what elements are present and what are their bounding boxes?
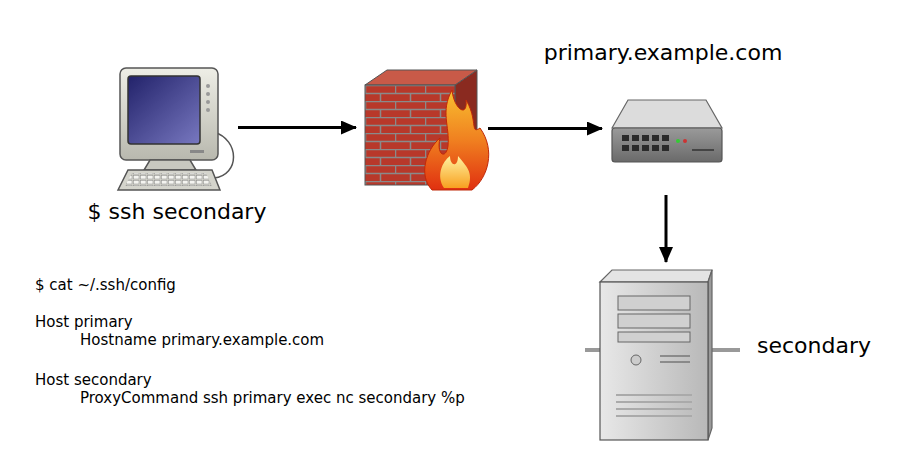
config-line: $ cat ~/.ssh/config [35, 276, 176, 294]
config-line: Hostname primary.example.com [80, 331, 324, 349]
config-line: Host primary [35, 313, 133, 331]
arrow-connector [488, 127, 602, 130]
firewall-node [362, 65, 490, 192]
computer-node: $ ssh secondary [115, 65, 240, 190]
node-label: $ ssh secondary [88, 199, 267, 225]
config-line: ProxyCommand ssh primary exec nc seconda… [80, 389, 465, 407]
arrow-connector [665, 195, 668, 262]
server-node: primary.example.com [608, 98, 724, 165]
node-label: primary.example.com [544, 40, 783, 66]
tower-node: secondary [595, 265, 712, 442]
node-label: secondary [757, 333, 871, 359]
arrow-connector [238, 126, 356, 129]
config-line: Host secondary [35, 371, 152, 389]
